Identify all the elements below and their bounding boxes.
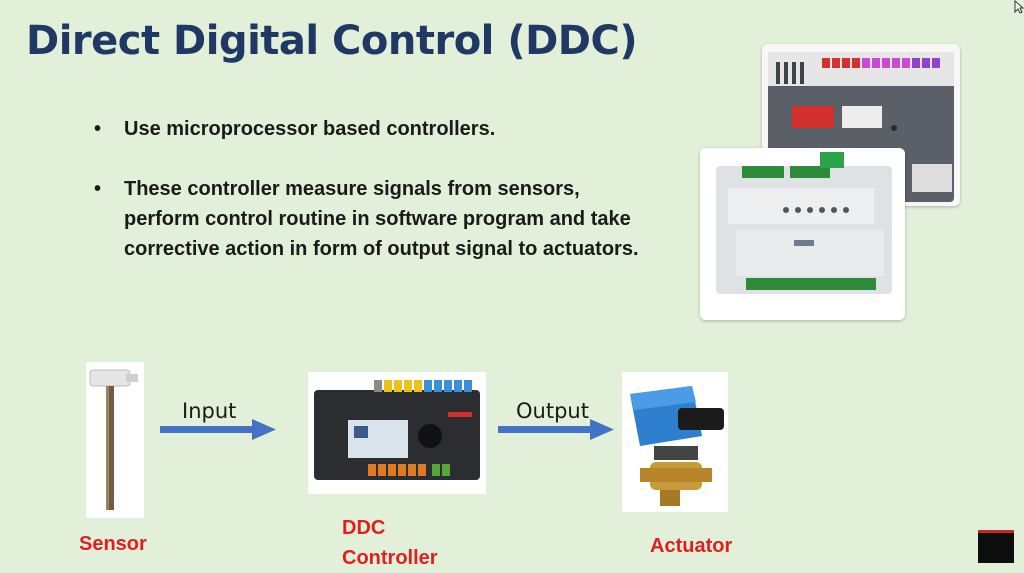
controller-photo-front [700,148,905,320]
output-arrow-icon [498,419,614,440]
bullet-item: • These controller measure signals from … [92,174,652,264]
bullet-dot-icon: • [94,118,102,140]
mouse-cursor-icon [1014,0,1024,14]
controller-caption-line2: Controller [342,547,438,569]
actuator-image [622,372,728,517]
bullet-text: These controller measure signals from se… [124,178,639,260]
presenter-video-thumbnail[interactable] [978,530,1014,563]
controller-caption-line1: DDC [342,517,386,539]
output-label: Output [516,399,589,423]
bullet-dot-icon: • [94,178,102,200]
actuator-caption: Actuator [650,535,733,557]
bullet-text: Use microprocessor based controllers. [124,118,496,140]
ddc-controller-image [308,372,486,499]
slide-title: Direct Digital Control (DDC) [26,18,638,64]
controller-photo-back [762,44,960,206]
sensor-image [86,362,144,523]
input-arrow-icon [160,419,276,440]
input-label: Input [182,399,237,423]
sensor-caption: Sensor [79,533,147,555]
bullet-item: • Use microprocessor based controllers. [92,114,652,144]
bullet-list: • Use microprocessor based controllers. … [92,114,652,294]
